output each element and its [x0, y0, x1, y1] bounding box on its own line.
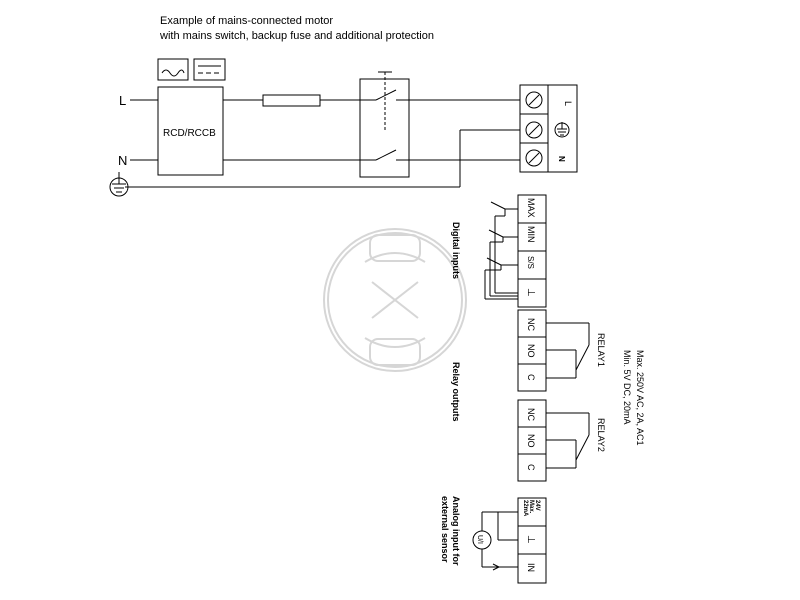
line-n-label: N [118, 153, 127, 168]
relay1-terminal-block [517, 309, 590, 392]
analog-supply-line-1: 24V [534, 500, 540, 511]
relay1-label: RELAY1 [596, 333, 606, 367]
mains-terminal-block [519, 84, 578, 173]
terminal-l-label: L [563, 101, 573, 106]
relay2-terminal-block [517, 399, 590, 482]
terminal-n-label: N [557, 156, 566, 162]
relay2-terminal-nc: NC [526, 408, 536, 421]
relay-rating-line-2: Min. 5V DC, 20mA [622, 350, 632, 425]
digital-terminal-min: MIN [526, 226, 536, 243]
caption-line-1: Example of mains-connected motor [160, 15, 334, 27]
mains-switch [359, 71, 410, 178]
sensor-icon [472, 530, 492, 550]
line-l-label: L [119, 93, 126, 108]
diagram-caption: Example of mains-connected motor with ma… [160, 14, 434, 44]
rcd-label: RCD/RCCB [163, 128, 216, 139]
relay2-label: RELAY2 [596, 418, 606, 452]
analog-input-terminal-block [481, 497, 547, 584]
digital-terminal-ss: S/S [526, 256, 535, 269]
dc-symbol-icon [193, 58, 226, 81]
sensor-symbol-label: U/I [476, 535, 483, 544]
analog-supply-line-2: Max. [528, 500, 534, 514]
relay1-terminal-no: NO [526, 344, 536, 358]
analog-terminal-gnd: ⊥ [525, 535, 536, 544]
relay-outputs-label: Relay outputs [451, 362, 461, 422]
backup-fuse [262, 94, 321, 107]
relay-rating-line-1: Max. 250V AC, 2A, AC1 [635, 350, 645, 446]
relay2-terminal-c: C [526, 464, 536, 471]
digital-terminal-gnd: ⊥ [525, 288, 536, 297]
rcd-device [157, 86, 224, 176]
ac-symbol-icon [157, 58, 189, 81]
earth-ground-icon [109, 172, 129, 197]
analog-supply-line-3: 22mA [522, 500, 528, 517]
relay2-terminal-no: NO [526, 434, 536, 448]
relay1-terminal-nc: NC [526, 318, 536, 331]
caption-line-2: with mains switch, backup fuse and addit… [160, 30, 434, 42]
digital-inputs-label: Digital inputs [451, 222, 461, 279]
analog-input-label-line-2: external sensor [440, 496, 450, 563]
digital-terminal-max: MAX [526, 198, 536, 218]
relay1-terminal-c: C [526, 374, 536, 381]
digital-inputs-terminal-block [484, 194, 547, 308]
tool-watermark-icon [323, 228, 467, 372]
analog-input-label-line-1: Analog input for [451, 496, 461, 566]
analog-terminal-in: IN [526, 563, 536, 572]
